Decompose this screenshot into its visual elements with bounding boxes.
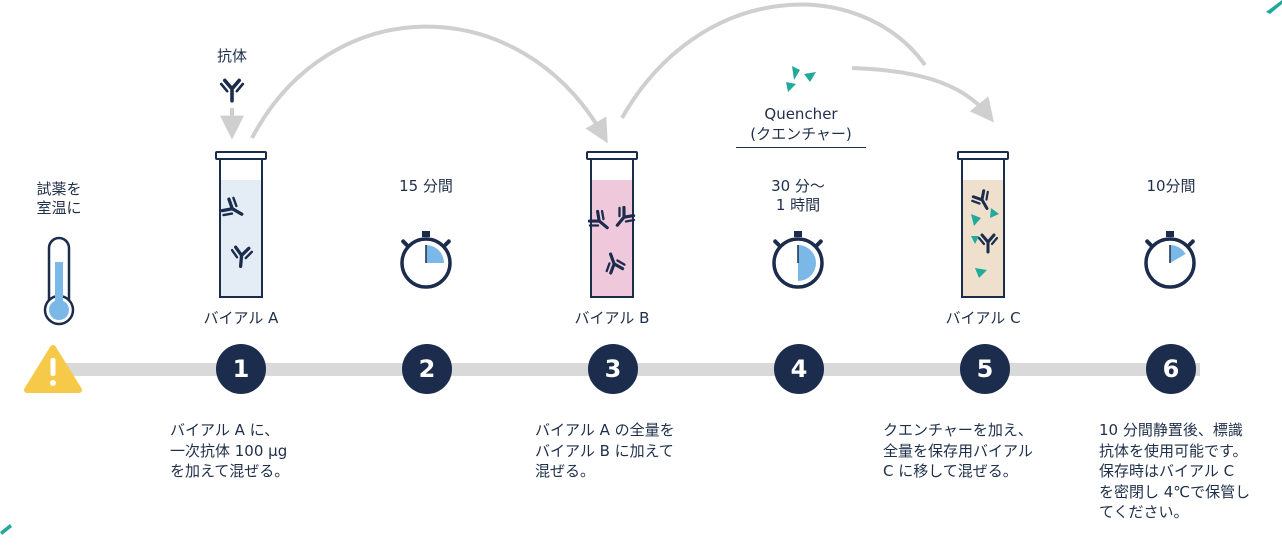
step-3-line-1: バイアル A の全量を: [535, 421, 675, 439]
warning-icon: [24, 345, 82, 393]
step-6-badge: 6: [1146, 344, 1196, 394]
timer-label-step4-line-2: 1 時間: [775, 196, 821, 214]
step-6-description: 10 分間静置後、標識 抗体を使用可能です。 保存時はバイアル C を密閉し 4…: [1099, 420, 1250, 523]
step-3-line-3: 混ぜる。: [535, 462, 596, 480]
step-1-line-3: を加えて混ぜる。: [170, 462, 290, 480]
step-6-line-2: 抗体を使用可能です。: [1099, 441, 1248, 460]
step-1-line-1: バイアル A に、: [170, 421, 280, 439]
stopwatch-icon-step6: [1144, 231, 1196, 289]
quencher-label: Quencher (クエンチャー): [736, 104, 866, 148]
thermometer-icon: [43, 236, 75, 326]
step-6-line-5: てください。: [1099, 503, 1189, 521]
transfer-arrow-b-to-c: [620, 2, 927, 119]
room-temp-line-2: 室温に: [36, 199, 82, 217]
room-temp-label: 試薬を 室温に: [22, 180, 96, 218]
transfer-arrow-a-to-b: [250, 24, 608, 144]
step-4-badge: 4: [774, 344, 824, 394]
step-5-badge: 5: [960, 344, 1010, 394]
step-5-line-2: 全量を保存用バイアル: [883, 441, 1033, 460]
step-2-badge: 2: [402, 344, 452, 394]
step-1-description: バイアル A に、 一次抗体 100 µg を加えて混ぜる。: [170, 420, 289, 482]
timer-label-step2: 15 分間: [399, 177, 453, 195]
vial-a-label: バイアル A: [203, 309, 279, 327]
step-3-line-2: バイアル B に加えて: [535, 441, 674, 460]
timer-label-step4: 30 分〜 1 時間: [748, 177, 848, 215]
timer-label-step6: 10分間: [1146, 177, 1196, 195]
step-5-line-3: C に移して混ぜる。: [883, 462, 1018, 480]
vial-b-label: バイアル B: [574, 309, 650, 327]
vial-c-label: バイアル C: [945, 309, 1021, 327]
vial-b: [585, 151, 638, 298]
corner-accent-bottom-left: [0, 524, 12, 535]
timer-label-step4-line-1: 30 分〜: [771, 177, 825, 195]
stopwatch-icon-step4: [772, 231, 824, 289]
vial-c: [957, 151, 1009, 298]
quencher-name: Quencher: [764, 105, 838, 123]
step-6-line-4: を密閉し 4℃で保管し: [1099, 482, 1251, 501]
step-1-line-2: 一次抗体 100 µg: [170, 441, 288, 460]
antibody-icon: [219, 78, 245, 103]
step-6-line-1: 10 分間静置後、標識: [1099, 421, 1243, 439]
step-5-description: クエンチャーを加え、 全量を保存用バイアル C に移して混ぜる。: [883, 420, 1033, 482]
step-1-badge: 1: [216, 344, 266, 394]
vial-a: [215, 151, 267, 298]
room-temp-line-1: 試薬を: [36, 180, 82, 198]
step-6-line-3: 保存時はバイアル C: [1099, 462, 1235, 480]
step-3-badge: 3: [588, 344, 638, 394]
step-3-description: バイアル A の全量を バイアル B に加えて 混ぜる。: [535, 420, 675, 482]
antibody-label: 抗体: [216, 47, 247, 65]
quencher-icon: [786, 66, 816, 92]
transfer-arrow-quencher-to-c: [851, 66, 995, 123]
quencher-reading: (クエンチャー): [736, 124, 866, 148]
stopwatch-icon-step2: [400, 231, 452, 289]
corner-accent-top-right: [1266, 0, 1282, 14]
step-5-line-1: クエンチャーを加え、: [883, 421, 1033, 439]
